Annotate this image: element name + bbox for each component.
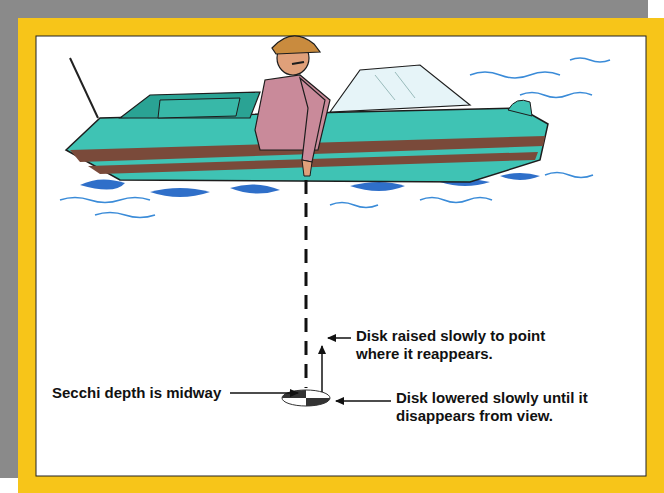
leader-line: [336, 400, 391, 402]
boat-seat: [158, 98, 240, 118]
leader-line: [328, 337, 351, 339]
person: [255, 36, 330, 176]
boat-seat: [120, 92, 260, 118]
windshield: [330, 65, 470, 112]
raise-arrow: [321, 346, 323, 392]
windshield-glare: [375, 75, 395, 100]
disk-line: [305, 180, 308, 388]
antenna: [70, 58, 98, 118]
water-lines: [60, 58, 610, 218]
leader-line: [230, 392, 298, 394]
bow-light: [508, 100, 532, 116]
frame-shadow: [0, 0, 648, 478]
frame-border: [18, 18, 664, 493]
annotation-label: Disk lowered slowly until it disappears …: [396, 389, 622, 425]
windshield-glare: [395, 72, 415, 98]
frame-panel: [36, 36, 646, 476]
annotation-label: Secchi depth is midway: [52, 384, 221, 402]
annotation-label: Disk raised slowly to point where it rea…: [356, 327, 586, 363]
